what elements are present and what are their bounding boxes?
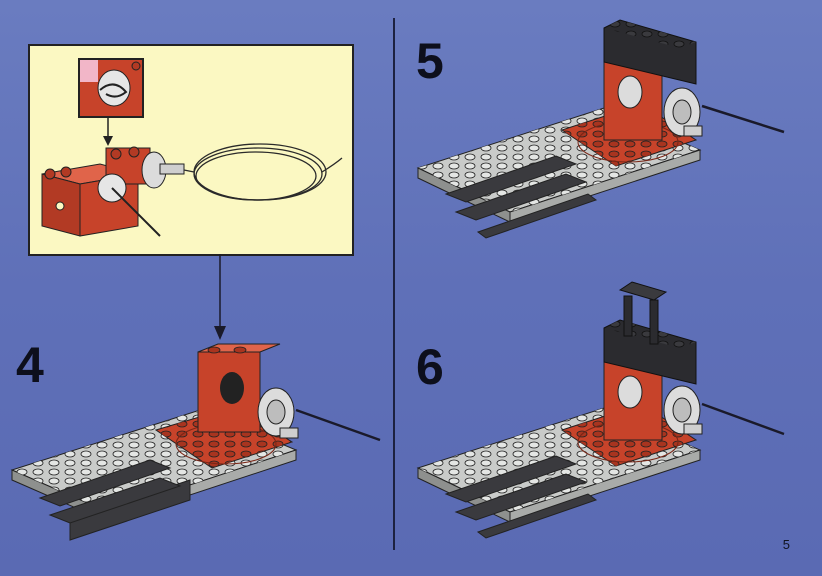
step-number-6: 6 [416,339,444,395]
step-number-5: 5 [416,33,444,89]
step-6-model [416,281,785,539]
string-coil [183,143,343,201]
step-4-model [10,343,381,541]
step-5-model [416,19,785,239]
inset-illustration [41,116,343,237]
zoom-detail [78,58,144,118]
inset-brick [41,146,185,237]
inset-arrow [103,116,113,146]
column-divider [393,18,395,550]
detail-inset [28,44,354,256]
inset-connector-arrow [214,254,226,340]
step-number-4: 4 [16,337,44,393]
zoom-illustration [80,60,142,116]
page-number: 5 [782,537,790,552]
